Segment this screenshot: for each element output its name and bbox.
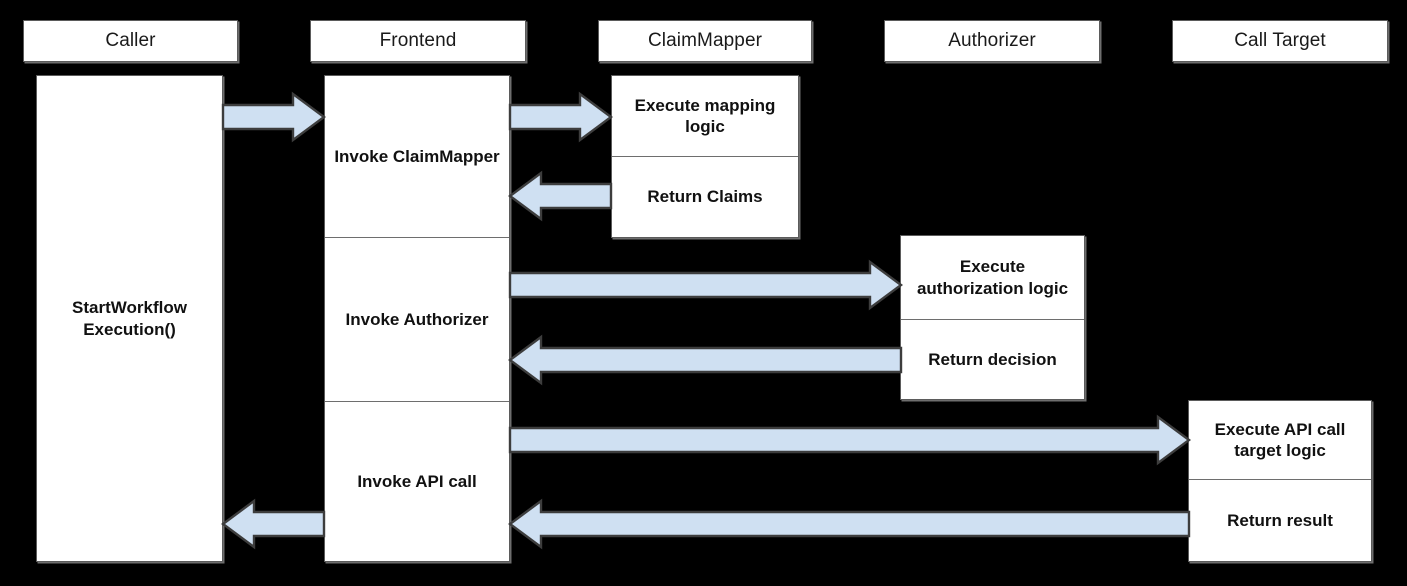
activation-segment-return-decision: Return decision [901,319,1084,399]
activation-segment-return-result: Return result [1189,479,1371,561]
participant-label: Caller [105,30,156,51]
activation-frontend: Invoke ClaimMapper Invoke Authorizer Inv… [324,75,510,562]
activation-caller: StartWorkflow Execution() [36,75,223,562]
participant-label: ClaimMapper [647,30,763,51]
participant-header-frontend[interactable]: Frontend [310,20,526,62]
message-arrow-calltarget-to-frontend[interactable] [507,498,1191,550]
activation-segment-start-workflow: StartWorkflow Execution() [72,298,187,339]
participant-header-claimmapper[interactable]: ClaimMapper [598,20,812,62]
activation-segment-invoke-claimmapper: Invoke ClaimMapper [334,146,500,166]
activation-authorizer: Execute authorization logic Return decis… [900,235,1085,400]
message-arrow-caller-to-frontend[interactable] [221,91,327,143]
participant-header-authorizer[interactable]: Authorizer [884,20,1100,62]
message-arrow-authorizer-to-frontend[interactable] [507,334,903,386]
activation-segment-invoke-authorizer: Invoke Authorizer [325,237,509,401]
participant-label: Call Target [1234,30,1326,51]
message-arrow-frontend-to-authorizer[interactable] [508,259,904,311]
participant-header-calltarget[interactable]: Call Target [1172,20,1388,62]
message-arrow-claimmapper-to-frontend[interactable] [507,170,613,222]
activation-claimmapper: Execute mapping logic Return Claims [611,75,799,238]
message-arrow-frontend-to-calltarget[interactable] [508,414,1192,466]
participant-header-caller[interactable]: Caller [23,20,238,62]
activation-calltarget: Execute API call target logic Return res… [1188,400,1372,562]
activation-segment-execute-mapping-logic: Execute mapping logic [634,95,776,136]
activation-segment-invoke-api-call: Invoke API call [325,401,509,561]
message-arrow-frontend-to-caller[interactable] [220,498,326,550]
activation-segment-execute-authorization-logic: Execute authorization logic [916,257,1069,298]
activation-segment-execute-api-call-target-logic: Execute API call target logic [1214,419,1346,460]
participant-label: Frontend [379,30,457,51]
participant-label: Authorizer [948,30,1036,51]
message-arrow-frontend-to-claimmapper[interactable] [508,91,614,143]
activation-segment-return-claims: Return Claims [612,156,798,237]
